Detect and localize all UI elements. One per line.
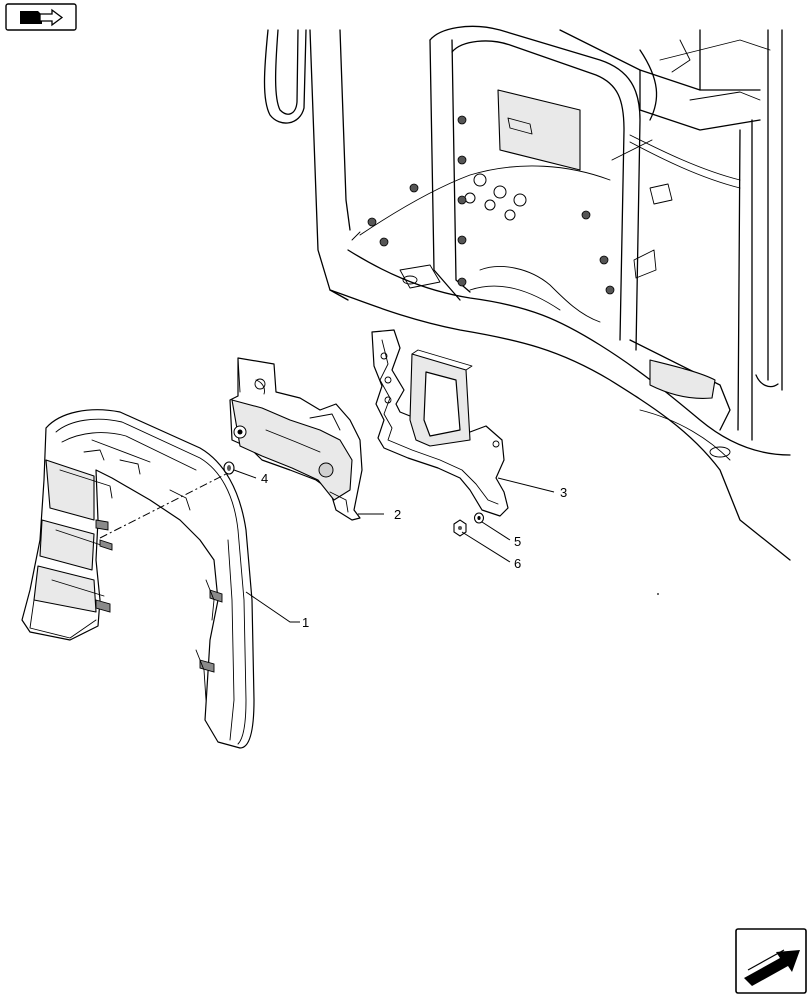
callout-leaders: [233, 469, 555, 623]
leader-3: [497, 477, 555, 493]
callout-2: 2: [394, 507, 401, 522]
leader-5: [481, 521, 511, 541]
leader-1: [245, 591, 300, 623]
part-2-cover-bracket: [229, 357, 363, 521]
leader-6: [461, 531, 511, 563]
callout-5: 5: [514, 534, 521, 549]
callout-3: 3: [560, 485, 567, 500]
assembly-center-line: [99, 473, 227, 539]
part-3-gasket: [371, 329, 509, 517]
callout-4: 4: [261, 471, 268, 486]
part-5-washer: [473, 512, 485, 524]
next-page-arrow-icon[interactable]: [735, 928, 807, 994]
part-4-screw: [223, 461, 235, 475]
leader-4: [233, 469, 257, 479]
cab-frame-illustration: [263, 25, 791, 595]
part-1-trim-frame: [21, 409, 255, 749]
callout-1: 1: [302, 615, 309, 630]
part-6-nut: [453, 519, 467, 537]
book-arrow-icon[interactable]: [5, 3, 77, 31]
callout-6: 6: [514, 556, 521, 571]
